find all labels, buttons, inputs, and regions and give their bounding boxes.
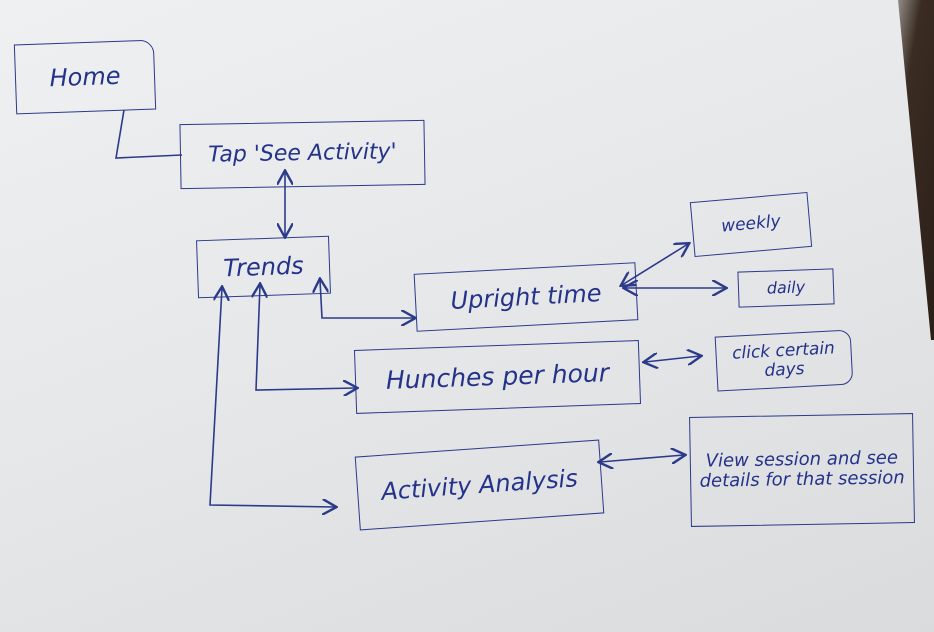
node-daily: daily [737, 268, 835, 308]
edge-hunches-click [645, 356, 700, 362]
edge-trends-hunches [256, 285, 356, 390]
node-weekly: weekly [689, 191, 813, 258]
node-hunches-per-hour: Hunches per hour [353, 340, 642, 414]
node-label: daily [766, 277, 806, 298]
edge-trends-activity [209, 288, 335, 507]
node-tap-see-activity: Tap 'See Activity' [179, 119, 426, 190]
edge-home-tap [115, 109, 183, 159]
node-view-session: View session and see details for that se… [689, 413, 915, 527]
node-label: Home [49, 61, 121, 93]
node-click-certain-days: click certain days [714, 329, 854, 392]
edge-activity-view [600, 455, 684, 462]
node-label: View session and see details for that se… [699, 447, 905, 492]
node-upright-time: Upright time [413, 262, 639, 332]
node-label: Hunches per hour [385, 358, 610, 396]
node-label: Trends [222, 251, 305, 283]
node-label: weekly [720, 211, 782, 237]
node-trends: Trends [196, 235, 331, 299]
node-label: Upright time [449, 278, 603, 315]
node-home: Home [13, 39, 157, 115]
edge-trends-upright [320, 280, 414, 318]
node-label: Tap 'See Activity' [208, 139, 397, 169]
edge-upright-weekly [622, 244, 688, 285]
node-label: click certain days [731, 338, 836, 381]
node-label: Activity Analysis [380, 463, 579, 506]
